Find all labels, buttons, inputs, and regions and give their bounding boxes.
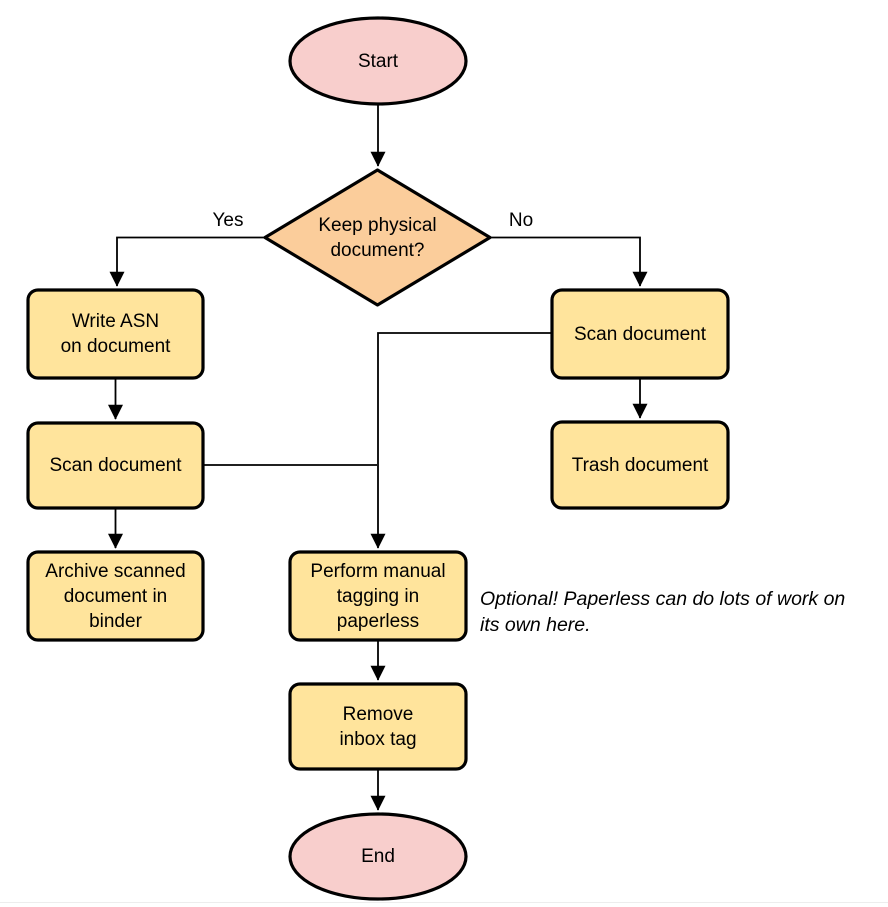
decision-node-shape: [263, 168, 492, 307]
remove-inbox-node-shape: [288, 682, 468, 771]
end-node-shape: [288, 812, 468, 901]
annotation-text: Optional! Paperless can do lots of work …: [480, 588, 846, 636]
archive-node-shape: [26, 550, 205, 642]
trash-node-shape: [550, 420, 730, 510]
edge-decision-yes-to-write-asn: [109, 236, 266, 287]
edge-decision-no-to-scan-right: [489, 236, 648, 287]
tagging-node-shape: [288, 550, 468, 642]
page-bottom-border: [0, 902, 888, 903]
start-node-shape: [288, 16, 468, 106]
scan-document-left-node-shape: [26, 421, 205, 510]
scan-document-right-node-shape: [550, 288, 730, 380]
edge-scan-right-to-tagging: [370, 332, 552, 549]
write-asn-node-shape: [26, 288, 205, 380]
